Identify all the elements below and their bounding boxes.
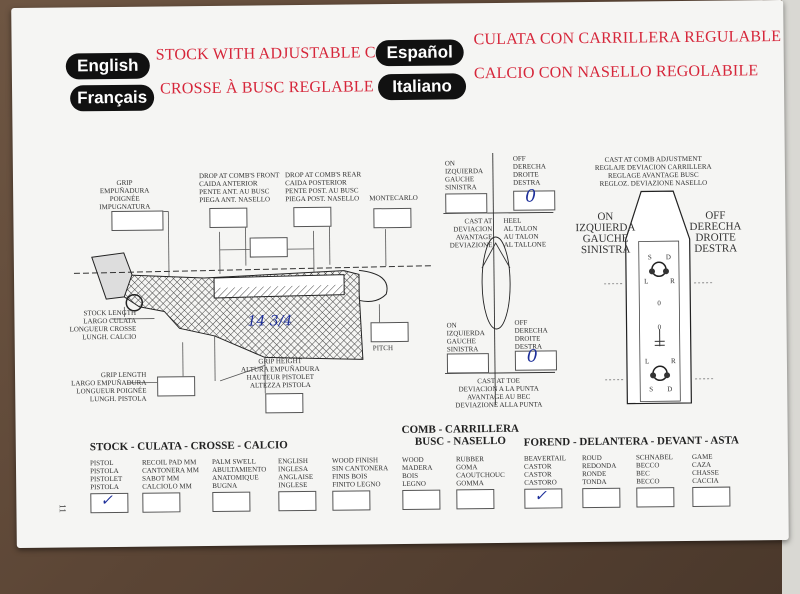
option-beavertail-label: BEAVERTAIL CASTOR CASTOR CASTORO — [523, 454, 567, 487]
comb-plate-drawing — [625, 190, 692, 405]
cast-at-toe-label: CAST AT TOE DEVIACION A LA PUNTA AVANTAG… — [455, 376, 543, 410]
grip-length-field[interactable] — [157, 376, 196, 397]
comb-adjust-title: CAST AT COMB ADJUSTMENT REGLAJE DEVIACIO… — [594, 154, 712, 188]
drop-front-field[interactable] — [209, 207, 248, 228]
option-recoil-pad-label: RECOIL PAD mm CANTONERA mm SABOT mm CALC… — [141, 458, 199, 491]
grip-height-field[interactable] — [265, 393, 304, 414]
option-game-checkbox[interactable] — [692, 486, 731, 507]
gun-stock-shape — [91, 252, 388, 360]
pitch-label: PITCH — [372, 344, 394, 353]
drop-rear-label: DROP AT COMB'S REAR CAIDA POSTERIOR PENT… — [284, 170, 362, 204]
instruction-page: English STOCK WITH ADJUSTABLE COMB Franç… — [11, 0, 789, 549]
mark-r-bottom: R — [670, 357, 676, 366]
option-wood-comb-label: WOOD MADERA BOIS LEGNO — [401, 455, 433, 488]
off-bottom-value: 0 — [526, 346, 538, 367]
stock-heading: STOCK - CULATA - CROSSE - CALCIO — [89, 439, 288, 454]
option-pistol-label: PISTOL PISTOLA PISTOLET PISTOLA — [89, 459, 123, 492]
grip-height-label: GRIP HEIGHT ALTURA EMPUÑADURA HAUTEUR PI… — [240, 357, 320, 390]
beavertail-mark: ✓ — [534, 486, 547, 505]
montecarlo-field[interactable] — [373, 207, 412, 229]
stock-length-value: 14 3/4 — [247, 313, 293, 330]
off-top-label: OFF DERECHA DROITE DESTRA — [512, 154, 546, 187]
option-wood-comb-checkbox[interactable] — [402, 489, 441, 510]
mark-l-bottom: L — [644, 357, 650, 366]
option-english-label: ENGLISH INGLESA ANGLAISE INGLESE — [277, 456, 314, 490]
on-bottom-field[interactable] — [446, 353, 490, 374]
option-round-checkbox[interactable] — [582, 487, 621, 509]
option-recoil-pad-field[interactable] — [142, 492, 181, 513]
mark-d-top: D — [665, 253, 671, 262]
page-number: 11 — [57, 504, 68, 513]
grip-length-label: GRIP LENGTH LARGO EMPUÑADURA LONGUEUR PO… — [71, 370, 147, 404]
heel-label: HEEL AL TALON AU TALON AL TALLONE — [503, 216, 547, 249]
option-rubber-comb-checkbox[interactable] — [456, 489, 495, 510]
grip-field[interactable] — [111, 210, 164, 232]
drop-rear-field[interactable] — [293, 206, 332, 228]
mark-zero-top: 0 — [657, 299, 661, 308]
comb-off-label: OFF DERECHA DROITE DESTRA — [689, 209, 742, 255]
option-palm-swell-label: PALM SWELL ABULTAMIENTO ANATOMIQUE BUGNA — [211, 457, 267, 490]
mark-d-bottom: D — [667, 385, 673, 394]
comb-on-label: ON IZQUIERDA GAUCHE SINISTRA — [575, 210, 636, 257]
off-top-value: 0 — [525, 186, 537, 207]
option-english-checkbox[interactable] — [278, 490, 317, 512]
option-round-label: ROUD REDONDA RONDE TONDA — [581, 453, 617, 487]
option-wood-finish-label: WOOD FINISH SIN CANTONERA FINIS BOIS FIN… — [331, 456, 389, 489]
grip-label: GRIP EMPUÑADURA POIGNÉE IMPUGNATURA — [99, 178, 151, 212]
stock-length-label: STOCK LENGTH LARGO CULATA LONGUEUR CROSS… — [69, 308, 137, 342]
on-top-label: ON IZQUIERDA GAUCHE SINISTRA — [444, 159, 484, 192]
on-top-field[interactable] — [445, 193, 488, 214]
montecarlo-label: MONTECARLO — [369, 193, 418, 203]
cast-at-label: CAST AT DEVIACION AVANTAGE DEVIAZIONE — [449, 217, 493, 250]
option-game-label: GAME CAZA CHASSE CACCIA — [691, 452, 719, 485]
mark-s-bottom: S — [649, 385, 654, 394]
option-rubber-comb-label: RUBBER GOMA CAOUTCHOUC GOMMA — [455, 455, 505, 488]
on-bottom-label: ON IZQUIERDA GAUCHE SINISTRA — [446, 321, 485, 354]
drop-front-label: DROP AT COMB'S FRONT CAIDA ANTERIOR PENT… — [198, 171, 280, 205]
mark-zero-bottom: 0 — [657, 323, 662, 332]
mark-r-top: R — [670, 277, 675, 286]
pitch-field[interactable] — [370, 321, 409, 343]
option-wood-finish-checkbox[interactable] — [332, 490, 371, 511]
mark-s-top: S — [647, 253, 652, 262]
mark-l-top: L — [644, 277, 649, 286]
pistol-mark: ✓ — [100, 491, 114, 510]
stock-diagram-drawing — [73, 153, 716, 406]
forend-heading: FOREND - DELANTERA - DEVANT - ASTA — [523, 434, 739, 449]
option-schnabel-label: SCHNABEL BECCO BEC BECCO — [635, 453, 673, 486]
comb-heading: COMB - CARRILLERA BUSC - NASELLO — [401, 422, 520, 448]
drop-mid-field[interactable] — [249, 237, 288, 258]
option-schnabel-checkbox[interactable] — [636, 487, 675, 508]
option-palm-swell-checkbox[interactable] — [212, 491, 251, 512]
